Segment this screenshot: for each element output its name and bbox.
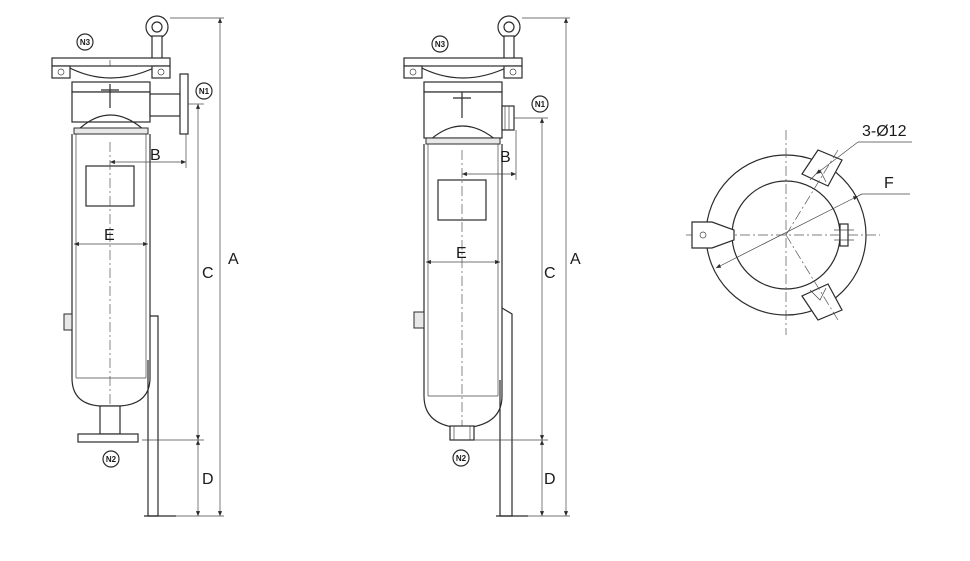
svg-text:N3: N3 xyxy=(435,40,446,49)
nozzle-tag-n3: N3 xyxy=(76,33,94,51)
dim-line-F xyxy=(715,195,859,269)
svg-text:N2: N2 xyxy=(456,454,467,463)
dim-label-E: E xyxy=(104,227,115,244)
dim-label-C: C xyxy=(202,265,214,282)
housing-head xyxy=(71,91,151,123)
svg-text:N2: N2 xyxy=(106,455,117,464)
outlet-nozzle xyxy=(449,425,475,441)
mounting-lug xyxy=(801,149,843,187)
nameplate xyxy=(437,179,487,221)
outlet-nozzle xyxy=(77,405,139,443)
dim-label-B: B xyxy=(500,149,511,166)
nozzle-tag-n3: N3 xyxy=(431,35,449,53)
nozzle-tag-n1: N1 xyxy=(531,95,549,113)
support-leg xyxy=(496,307,528,517)
hole-callout: 3-Ø12 xyxy=(862,123,907,140)
inlet-nozzle xyxy=(149,73,189,135)
nozzle-tag-n2: N2 xyxy=(102,450,120,468)
lifting-eyebolt xyxy=(145,15,169,65)
flange-ring xyxy=(73,127,149,135)
housing-cover xyxy=(51,57,171,93)
grounding-lug xyxy=(63,313,73,331)
filter-housing-view-2: A C D B E N3 N1 N2 xyxy=(403,15,581,517)
lifting-eyebolt xyxy=(497,15,521,65)
dim-label-A: A xyxy=(570,251,581,268)
svg-text:N1: N1 xyxy=(535,100,546,109)
top-view: F 3-Ø12 xyxy=(686,123,912,335)
dim-label-B: B xyxy=(150,147,161,164)
support-leg xyxy=(144,315,176,517)
dim-label-F: F xyxy=(884,175,894,192)
mounting-lug xyxy=(801,283,843,321)
housing-body xyxy=(423,144,503,429)
inlet-nozzle xyxy=(501,105,515,131)
dim-label-C: C xyxy=(544,265,556,282)
housing-head xyxy=(423,91,503,139)
housing-body xyxy=(71,134,151,407)
flange-ring xyxy=(425,137,501,145)
dim-label-D: D xyxy=(544,471,556,488)
svg-text:N3: N3 xyxy=(80,38,91,47)
filter-housing-view-1: A C D B E N3 N1 N2 xyxy=(51,15,239,517)
svg-text:N1: N1 xyxy=(199,87,210,96)
dim-label-D: D xyxy=(202,471,214,488)
housing-cover xyxy=(403,57,523,93)
nozzle-tag-n2: N2 xyxy=(452,449,470,467)
mounting-lug xyxy=(691,221,735,249)
nozzle-tag-n1: N1 xyxy=(195,82,213,100)
dim-label-E: E xyxy=(456,245,467,262)
dim-label-A: A xyxy=(228,251,239,268)
grounding-lug xyxy=(413,311,425,329)
